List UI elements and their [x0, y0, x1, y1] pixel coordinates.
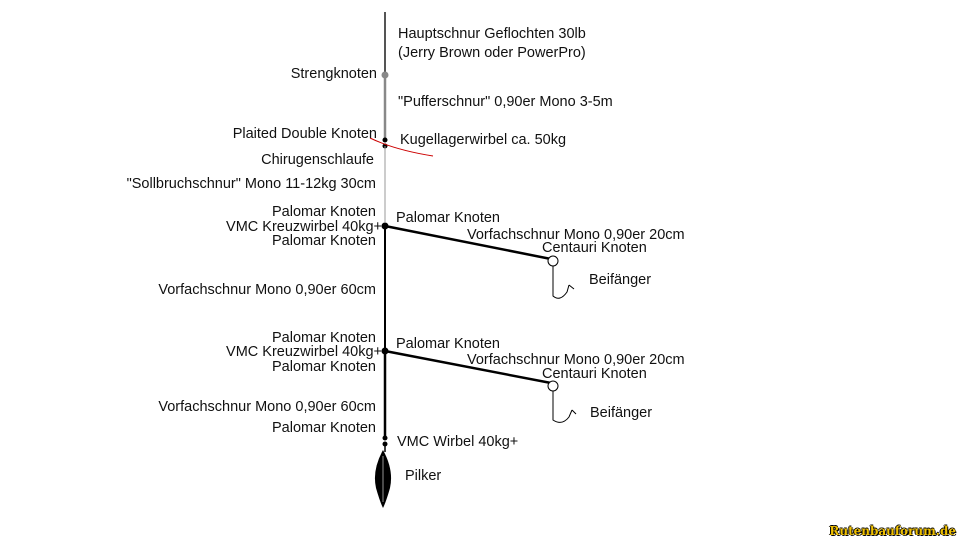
palomar-right-label-2: Palomar Knoten [396, 336, 500, 352]
centauri-knot-2 [547, 380, 559, 392]
red-annotation-stroke [369, 137, 434, 157]
streng-knot-label: Strengknoten [290, 66, 377, 82]
dropper-label-1: Beifänger [589, 272, 652, 288]
vmc-swivel-dot-1 [382, 435, 388, 441]
hook-1 [552, 266, 575, 299]
palomar-left-label-b2: Palomar Knoten [272, 359, 376, 375]
cross-swivel-label-2: VMC Kreuzwirbel 40kg+ [226, 344, 382, 360]
main-line-label-2: (Jerry Brown oder PowerPro) [398, 45, 586, 61]
centauri-label-1: Centauri Knoten [542, 240, 647, 256]
leader-60-label-1: Vorfachschnur Mono 0,90er 60cm [158, 282, 376, 298]
leader-20-label-2: Vorfachschnur Mono 0,90er 20cm [467, 352, 685, 368]
watermark-logo: Rutenbauforum.de [829, 524, 956, 538]
main-line-label-1: Hauptschnur Geflochten 30lb [398, 26, 586, 42]
buffer-line-label: "Pufferschnur" 0,90er Mono 3-5m [398, 94, 613, 110]
vmc-swivel-label: VMC Wirbel 40kg+ [397, 434, 519, 450]
leader-20-label-1: Vorfachschnur Mono 0,90er 20cm [467, 227, 685, 243]
centauri-knot-1 [547, 255, 559, 267]
palomar-left-label-a1: Palomar Knoten [272, 204, 376, 220]
plaited-knot-label: Plaited Double Knoten [232, 126, 377, 142]
cross-swivel-label-1: VMC Kreuzwirbel 40kg+ [226, 219, 382, 235]
dropper-leader-2 [384, 349, 552, 385]
palomar-left-label-c: Palomar Knoten [272, 420, 376, 436]
ball-swivel-label: Kugellagerwirbel ca. 50kg [400, 132, 567, 148]
palomar-left-label-a2: Palomar Knoten [272, 233, 376, 249]
plaited-knot-dot [382, 137, 388, 143]
palomar-right-label-1: Palomar Knoten [396, 210, 500, 226]
centauri-label-2: Centauri Knoten [542, 366, 647, 382]
surgeon-loop-label: Chirugenschlaufe [261, 152, 374, 168]
palomar-left-label-b1: Palomar Knoten [272, 330, 376, 346]
leader-60-label-2: Vorfachschnur Mono 0,90er 60cm [158, 399, 376, 415]
dropper-label-2: Beifänger [590, 405, 653, 421]
dropper-leader-1 [384, 224, 552, 261]
pilker-label: Pilker [405, 468, 442, 484]
hook-2 [552, 391, 577, 423]
break-line-label: "Sollbruchschnur" Mono 11-12kg 30cm [126, 176, 376, 192]
